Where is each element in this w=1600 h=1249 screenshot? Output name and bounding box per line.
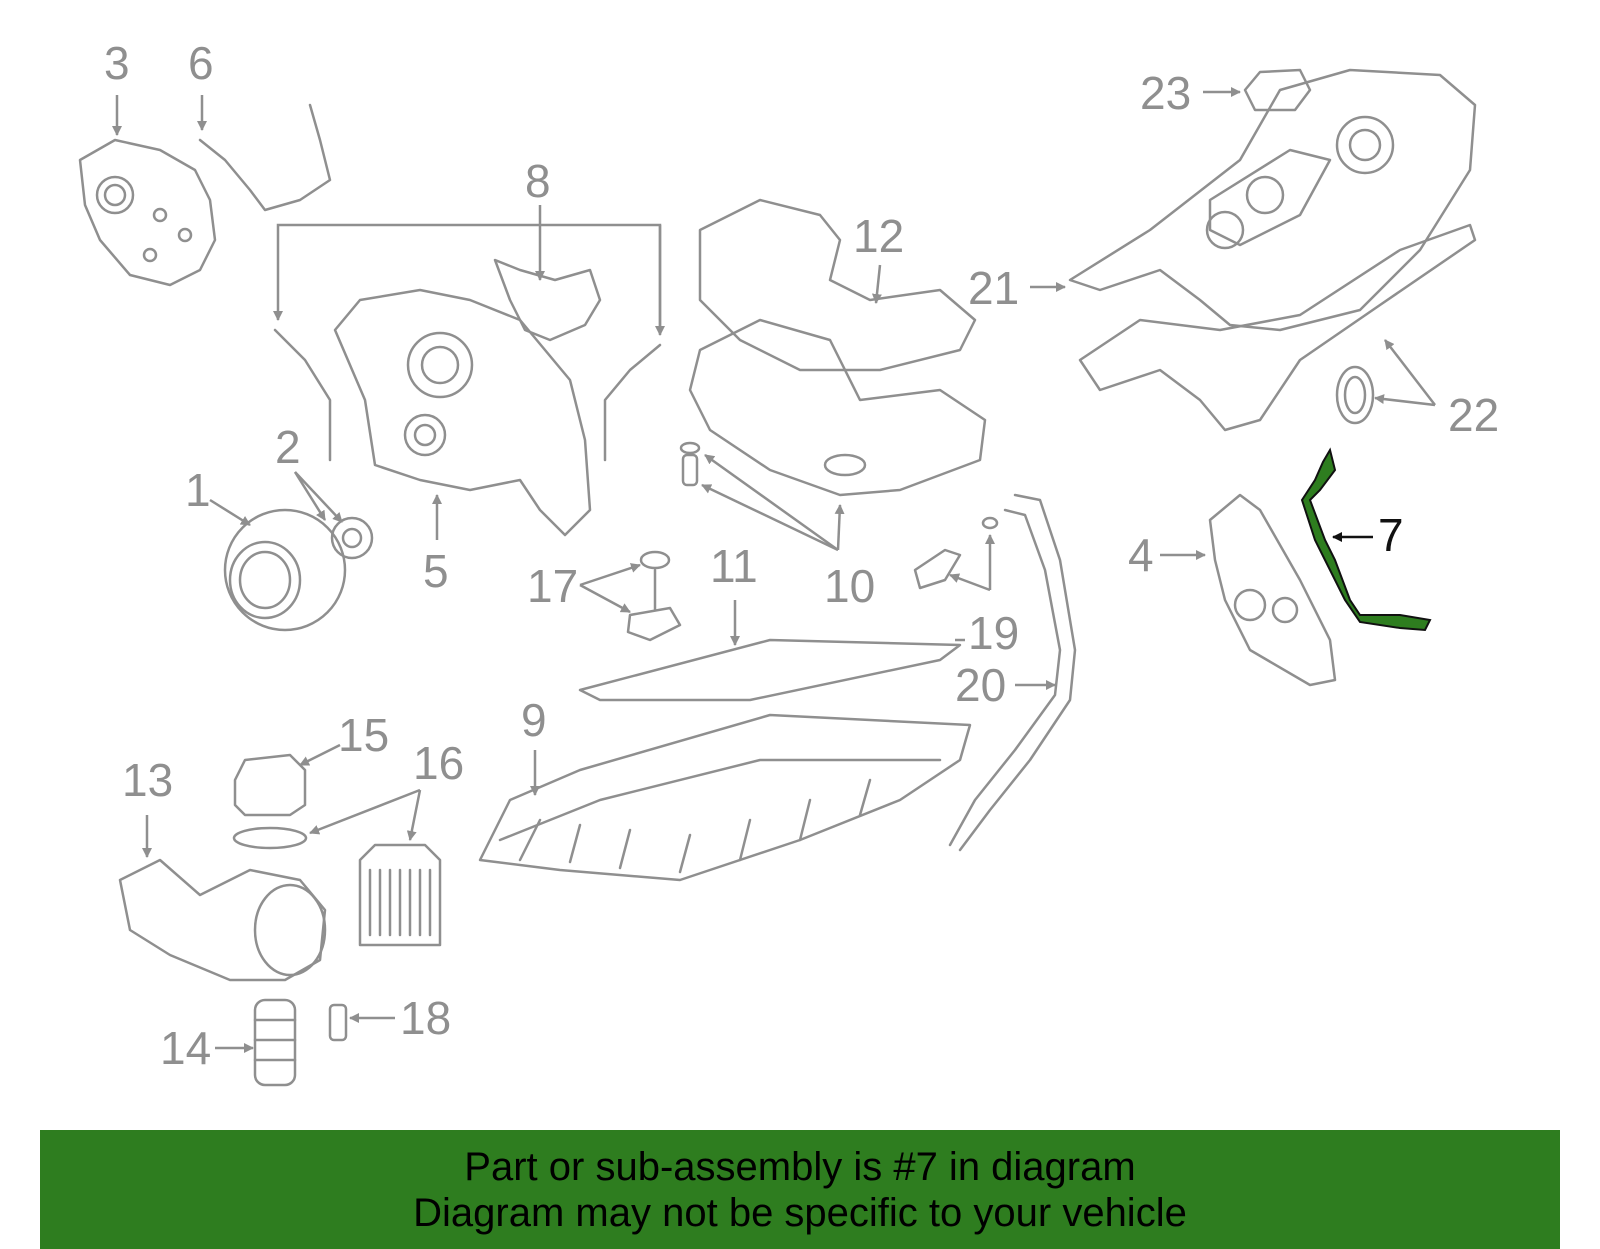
callout-16: 16 — [413, 737, 465, 789]
callout-19: 19 — [968, 607, 1020, 659]
callout-10: 10 — [824, 560, 876, 612]
part-18-sensor — [328, 1003, 348, 1042]
callout-13: 13 — [122, 754, 174, 806]
callout-1: 1 — [185, 464, 211, 516]
part-1-pulley — [223, 508, 347, 632]
banner-line-2: Diagram may not be specific to your vehi… — [413, 1190, 1187, 1235]
callout-22: 22 — [1448, 389, 1500, 441]
part-4-side-cover — [1208, 493, 1337, 687]
callout-18: 18 — [400, 992, 452, 1044]
callout-11: 11 — [710, 540, 758, 592]
callout-12: 12 — [853, 210, 905, 262]
part-13-filter-housing — [118, 858, 327, 982]
callout-15: 15 — [338, 709, 390, 761]
part-9-oil-pan — [478, 713, 972, 882]
part-10-upper-sump — [688, 318, 987, 497]
part-20-dipstick-tube — [958, 493, 1077, 852]
part-15-filter-cap — [233, 753, 307, 817]
part-16-oil-filter — [358, 843, 442, 947]
callout-2: 2 — [275, 421, 301, 473]
callout-5: 5 — [423, 545, 449, 597]
callout-3: 3 — [104, 37, 130, 89]
callout-9: 9 — [521, 694, 547, 746]
callout-23: 23 — [1140, 67, 1192, 119]
diagram-drawing — [78, 68, 1477, 1087]
callout-20: 20 — [955, 659, 1007, 711]
part-7-gasket-highlighted — [1300, 447, 1432, 632]
callout-6: 6 — [188, 37, 214, 89]
callout-8: 8 — [525, 155, 551, 207]
part-info-banner: Part or sub-assembly is #7 in diagram Di… — [40, 1130, 1560, 1249]
part-6-gasket — [198, 103, 332, 212]
part-5-timing-case — [333, 288, 592, 537]
callout-14: 14 — [160, 1022, 212, 1074]
part-14-valve — [253, 998, 297, 1087]
part-3-timing-cover — [78, 138, 217, 287]
part-22-gasket — [1078, 223, 1477, 432]
leader-lines — [112, 87, 1436, 1053]
callout-7: 7 — [1378, 509, 1404, 561]
part-23-oil-cap — [1243, 68, 1312, 112]
part-11-oil-pan-gasket — [578, 638, 962, 702]
part-21-valve-cover — [1068, 68, 1477, 332]
part-8-bracket — [493, 258, 602, 342]
callout-4: 4 — [1128, 529, 1154, 581]
banner-line-1: Part or sub-assembly is #7 in diagram — [464, 1144, 1136, 1189]
parts-diagram: 3 6 8 12 23 21 22 2 1 5 7 4 17 11 10 19 … — [78, 37, 1500, 1087]
callout-21: 21 — [968, 262, 1020, 314]
callout-17: 17 — [527, 560, 579, 612]
part-12-gasket — [698, 198, 977, 372]
